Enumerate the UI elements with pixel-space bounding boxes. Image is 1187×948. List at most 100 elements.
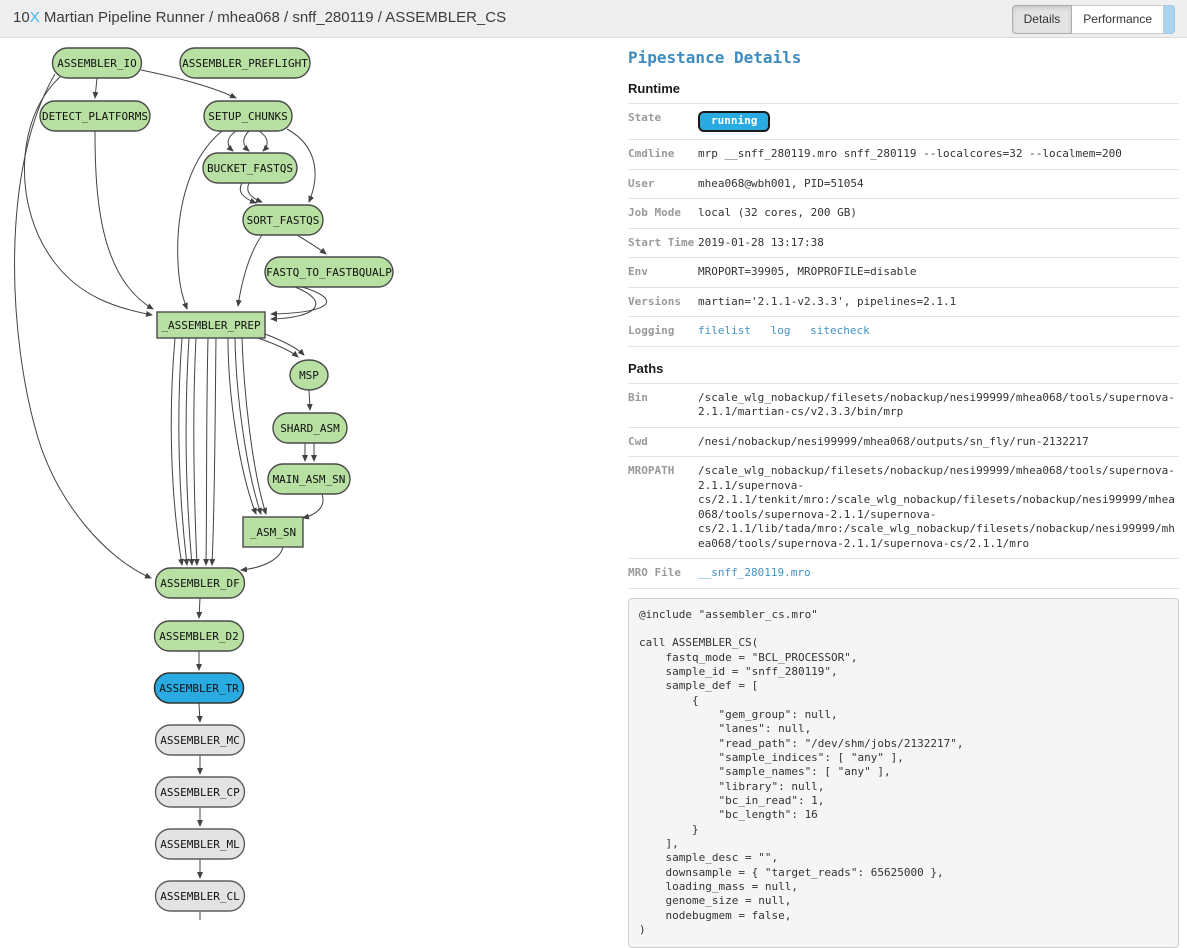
graph-node-bucket_fastqs[interactable]: BUCKET_FASTQS bbox=[202, 152, 298, 184]
svg-text:SORT_FASTQS: SORT_FASTQS bbox=[247, 214, 320, 227]
graph-edge bbox=[257, 337, 299, 358]
graph-node-assembler_ml[interactable]: ASSEMBLER_ML bbox=[154, 828, 246, 860]
table-row-state: State running bbox=[628, 104, 1179, 141]
svg-text:DETECT_PLATFORMS: DETECT_PLATFORMS bbox=[42, 110, 148, 123]
performance-button[interactable]: Performance bbox=[1072, 5, 1164, 34]
graph-node-detect_platforms[interactable]: DETECT_PLATFORMS bbox=[39, 100, 151, 132]
row-value: filelist log sitecheck bbox=[698, 324, 1179, 339]
paths-table: Bin /scale_wlg_nobackup/filesets/nobacku… bbox=[628, 382, 1179, 589]
row-value: mhea068@wbh001, PID=51054 bbox=[698, 176, 864, 190]
state-badge: running bbox=[698, 111, 771, 133]
graph-edge bbox=[140, 69, 237, 99]
graph-nodes: ASSEMBLER_IO ASSEMBLER_PREFLIGHT DETECT_PL… bbox=[39, 47, 394, 912]
graph-edge bbox=[296, 234, 327, 255]
graph-node-setup_chunks[interactable]: SETUP_CHUNKS bbox=[203, 100, 293, 132]
pipeline-graph: ASSEMBLER_IO ASSEMBLER_PREFLIGHT DETECT_PL… bbox=[14, 47, 394, 920]
log-link[interactable]: log bbox=[770, 324, 791, 338]
svg-text:ASSEMBLER_PREFLIGHT: ASSEMBLER_PREFLIGHT bbox=[182, 57, 308, 70]
table-row-start-time: Start Time 2019-01-28 13:17:38 bbox=[628, 229, 1179, 259]
graph-edge bbox=[177, 130, 223, 310]
graph-edge bbox=[178, 337, 190, 566]
row-value: martian='2.1.1-v2.3.3', pipelines=2.1.1 bbox=[698, 294, 957, 308]
graph-node-assembler_cl[interactable]: ASSEMBLER_CL bbox=[154, 880, 246, 912]
details-button[interactable]: Details bbox=[1011, 5, 1073, 34]
row-label: Cwd bbox=[628, 434, 648, 448]
graph-edge bbox=[286, 128, 316, 203]
sitecheck-link[interactable]: sitecheck bbox=[810, 324, 870, 338]
filelist-link[interactable]: filelist bbox=[698, 324, 751, 338]
runtime-table: State running Cmdline mrp __snff_280119.… bbox=[628, 103, 1179, 347]
svg-text:_ASSEMBLER_PREP: _ASSEMBLER_PREP bbox=[161, 319, 261, 332]
graph-node-main_asm_sn[interactable]: MAIN_ASM_SN bbox=[267, 463, 351, 495]
graph-edge bbox=[185, 337, 195, 566]
graph-edge bbox=[306, 389, 313, 411]
svg-text:ASSEMBLER_IO: ASSEMBLER_IO bbox=[57, 57, 136, 70]
graph-edge bbox=[196, 597, 203, 619]
graph-edge bbox=[227, 337, 257, 515]
graph-node-assembler_preflight[interactable]: ASSEMBLER_PREFLIGHT bbox=[179, 47, 311, 79]
svg-text:ASSEMBLER_MC: ASSEMBLER_MC bbox=[160, 734, 239, 747]
row-value: mrp __snff_280119.mro snff_280119 --loca… bbox=[698, 147, 1122, 161]
row-value: /scale_wlg_nobackup/filesets/nobackup/ne… bbox=[698, 464, 1175, 550]
graph-node-assembler_cp[interactable]: ASSEMBLER_CP bbox=[154, 776, 246, 808]
graph-edge bbox=[241, 337, 268, 515]
graph-edge bbox=[239, 182, 257, 204]
graph-node-assembler_df[interactable]: ASSEMBLER_DF bbox=[154, 567, 246, 599]
svg-text:SETUP_CHUNKS: SETUP_CHUNKS bbox=[208, 110, 287, 123]
svg-text:ASSEMBLER_ML: ASSEMBLER_ML bbox=[160, 838, 240, 851]
graph-edge bbox=[258, 130, 270, 152]
row-label: MRO File bbox=[628, 566, 681, 580]
graph-node-_asm_sn[interactable]: _ASM_SN bbox=[242, 516, 304, 548]
brand-10: 10 bbox=[13, 9, 30, 26]
graph-edge bbox=[247, 182, 263, 203]
graph-edge bbox=[270, 286, 317, 322]
view-toggle-group: Details Performance bbox=[1011, 5, 1175, 34]
row-label: Job Mode bbox=[628, 206, 681, 220]
graph-node-_assembler_prep[interactable]: _ASSEMBLER_PREP bbox=[156, 311, 266, 339]
graph-node-shard_asm[interactable]: SHARD_ASM bbox=[272, 412, 348, 444]
row-value: /nesi/nobackup/nesi99999/mhea068/outputs… bbox=[698, 434, 1089, 448]
table-row-cmdline: Cmdline mrp __snff_280119.mro snff_28011… bbox=[628, 140, 1179, 170]
table-row-logging: Logging filelist log sitecheck bbox=[628, 317, 1179, 347]
graph-edge bbox=[226, 130, 237, 152]
graph-node-msp[interactable]: MSP bbox=[289, 359, 329, 391]
svg-text:SHARD_ASM: SHARD_ASM bbox=[280, 422, 340, 435]
mro-code-block: @include "assembler_cs.mro" call ASSEMBL… bbox=[628, 597, 1179, 948]
row-label: Cmdline bbox=[628, 147, 675, 161]
svg-text:ASSEMBLER_CP: ASSEMBLER_CP bbox=[160, 786, 240, 799]
graph-edge bbox=[209, 337, 217, 566]
svg-text:MSP: MSP bbox=[299, 369, 319, 382]
svg-text:BUCKET_FASTQS: BUCKET_FASTQS bbox=[207, 162, 293, 175]
table-row-job-mode: Job Mode local (32 cores, 200 GB) bbox=[628, 199, 1179, 229]
graph-edge bbox=[270, 286, 328, 317]
table-row-env: Env MROPORT=39905, MROPROFILE=disable bbox=[628, 258, 1179, 288]
row-value: MROPORT=39905, MROPROFILE=disable bbox=[698, 265, 917, 279]
graph-edge bbox=[302, 493, 324, 520]
table-row-mro-file: MRO File __snff_280119.mro bbox=[628, 559, 1179, 589]
pipestance-details-panel: Pipestance Details Runtime State running… bbox=[628, 38, 1179, 948]
row-label: State bbox=[628, 111, 662, 124]
graph-edges bbox=[14, 69, 328, 920]
blue-button-sliver[interactable] bbox=[1164, 5, 1175, 34]
breadcrumb: 10X Martian Pipeline Runner / mhea068 / … bbox=[13, 9, 506, 26]
graph-node-assembler_tr[interactable]: ASSEMBLER_TR bbox=[153, 672, 245, 704]
graph-edge bbox=[240, 546, 284, 573]
graph-node-assembler_mc[interactable]: ASSEMBLER_MC bbox=[154, 724, 246, 756]
row-value: local (32 cores, 200 GB) bbox=[698, 206, 857, 220]
table-row-versions: Versions martian='2.1.1-v2.3.3', pipelin… bbox=[628, 288, 1179, 318]
svg-text:ASSEMBLER_CL: ASSEMBLER_CL bbox=[160, 890, 240, 903]
row-label: Env bbox=[628, 265, 648, 279]
graph-edge bbox=[92, 77, 99, 99]
mro-file-link[interactable]: __snff_280119.mro bbox=[698, 566, 811, 580]
top-navbar: 10X Martian Pipeline Runner / mhea068 / … bbox=[0, 0, 1187, 38]
graph-node-assembler_d2[interactable]: ASSEMBLER_D2 bbox=[153, 620, 245, 652]
graph-edge bbox=[196, 702, 203, 723]
row-value: 2019-01-28 13:17:38 bbox=[698, 235, 824, 249]
graph-node-sort_fastqs[interactable]: SORT_FASTQS bbox=[242, 204, 324, 236]
graph-node-assembler_io[interactable]: ASSEMBLER_IO bbox=[51, 47, 143, 79]
graph-edge bbox=[170, 337, 184, 566]
table-row-bin: Bin /scale_wlg_nobackup/filesets/nobacku… bbox=[628, 384, 1179, 428]
graph-node-fastq_to_fastbqualp[interactable]: FASTQ_TO_FASTBQUALP bbox=[264, 256, 394, 288]
graph-edge bbox=[264, 333, 305, 356]
table-row-user: User mhea068@wbh001, PID=51054 bbox=[628, 170, 1179, 200]
